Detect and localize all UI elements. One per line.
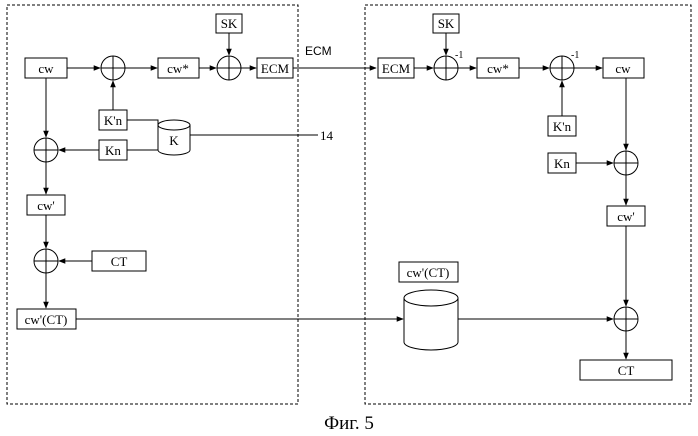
reference-numeral-14: 14 bbox=[320, 128, 334, 143]
left-cw-prime-label: cw' bbox=[37, 198, 55, 213]
right-k-n-label: Kn bbox=[554, 156, 570, 171]
right-k-prime-n-label: K'n bbox=[553, 119, 572, 134]
right-ct-label: CT bbox=[618, 363, 635, 378]
right-sk-label: SK bbox=[438, 16, 455, 31]
left-cw-prime-ct-label: cw'(CT) bbox=[25, 312, 68, 327]
right-xor-4 bbox=[614, 307, 638, 331]
right-cw-label: cw bbox=[615, 61, 631, 76]
figure-caption: Фиг. 5 bbox=[324, 413, 374, 434]
left-xor-1 bbox=[101, 56, 125, 80]
right-xor-3 bbox=[614, 151, 638, 175]
left-k-store-label: K bbox=[169, 133, 179, 148]
right-cw-prime-label: cw' bbox=[617, 209, 635, 224]
left-xor-4 bbox=[34, 249, 58, 273]
left-cw-label: cw bbox=[38, 61, 54, 76]
left-cw-star-label: cw* bbox=[167, 61, 189, 76]
right-xor-2-superscript: -1 bbox=[571, 50, 579, 61]
right-cw-prime-ct-storage bbox=[404, 290, 458, 350]
ecm-transfer-label: ECM bbox=[305, 44, 332, 58]
right-ecm-label: ECM bbox=[382, 61, 411, 76]
left-xor-3 bbox=[34, 138, 58, 162]
left-ecm-label: ECM bbox=[261, 61, 290, 76]
right-xor-1-superscript: -1 bbox=[455, 50, 463, 61]
left-xor-2 bbox=[217, 56, 241, 80]
left-k-n-label: Kn bbox=[105, 143, 121, 158]
left-k-prime-n-label: K'n bbox=[104, 113, 123, 128]
right-cw-star-label: cw* bbox=[487, 61, 509, 76]
right-cw-prime-ct-label: cw'(CT) bbox=[407, 265, 450, 280]
left-ct-label: CT bbox=[111, 254, 128, 269]
left-sk-label: SK bbox=[221, 16, 238, 31]
